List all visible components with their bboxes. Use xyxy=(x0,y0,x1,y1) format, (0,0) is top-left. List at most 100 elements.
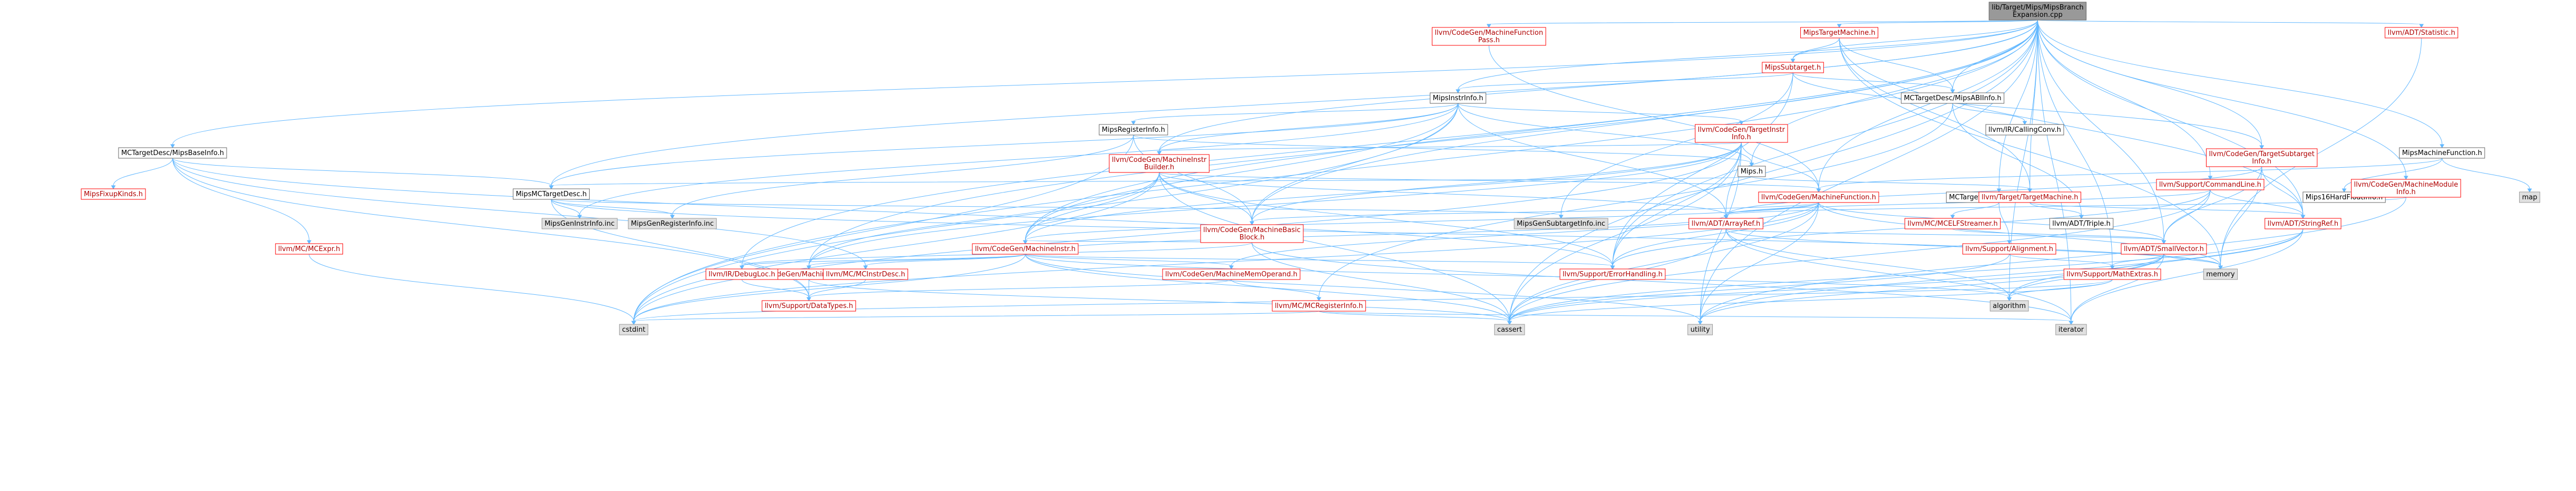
node-cassert[interactable]: cassert xyxy=(1494,324,1525,335)
node-label: llvm/MC/MCRegisterInfo.h xyxy=(1275,302,1363,310)
node-llvm-support-alignment-h[interactable]: llvm/Support/Alignment.h xyxy=(1962,243,2056,255)
edge-mctargetdesc-mipsmcnacl-h-to-llvm-mc-mcelfstreamer-h xyxy=(1950,202,1999,219)
node-mipsmachinefunction-h[interactable]: MipsMachineFunction.h xyxy=(2399,147,2485,159)
node-label: llvm/IR/CallingConv.h xyxy=(1988,126,2061,134)
node-llvm-mc-mcexpr-h[interactable]: llvm/MC/MCExpr.h xyxy=(275,243,343,255)
node-mipsinstrinfo-h[interactable]: MipsInstrInfo.h xyxy=(1430,92,1487,104)
edge-root-to-mctargetdesc-mipsbaseinfo-h xyxy=(170,20,2038,148)
edge-llvm-codegen-targetinstrinfo-h-to-llvm-codegen-machineinstrbuilder-h xyxy=(1157,142,1742,155)
edge-llvm-codegen-machineinstr-h-to-cassert xyxy=(1024,254,1512,325)
node-label: MipsSubtarget.h xyxy=(1765,64,1821,72)
edge-llvm-adt-stringref-h-to-utility xyxy=(1697,228,2304,325)
edge-llvm-mc-mcregisterinfo-h-to-iterator xyxy=(1319,311,2074,325)
node-label: MipsInstrInfo.h xyxy=(1433,94,1484,102)
node-label: MipsGenRegisterInfo.inc xyxy=(631,220,714,228)
node-llvm-target-targetmachine-h[interactable]: llvm/Target/TargetMachine.h xyxy=(1978,191,2082,203)
node-label: MipsFixupKinds.h xyxy=(84,190,143,198)
node-label: llvm/CodeGen/MachineInstr.h xyxy=(975,245,1076,253)
edge-root-to-llvm-adt-statistic-h xyxy=(2037,20,2424,28)
edge-llvm-codegen-machinebasicblock-h-to-iterator xyxy=(1252,242,2074,325)
edge-mipstargetmachine-h-to-mipssubtarget-h xyxy=(1790,37,1840,63)
edge-llvm-codegen-machineoperand-h-to-cassert xyxy=(808,279,1512,325)
node-label: memory xyxy=(2206,271,2235,278)
node-label: algorithm xyxy=(1993,302,2026,310)
node-llvm-ir-debugloc-h[interactable]: llvm/IR/DebugLoc.h xyxy=(706,268,778,280)
node-llvm-codegen-machineinstr-h[interactable]: llvm/CodeGen/MachineInstr.h xyxy=(972,243,1079,255)
edge-root-to-mipsmachinefunction-h xyxy=(2037,20,2445,148)
node-iterator[interactable]: iterator xyxy=(2055,324,2087,335)
node-llvm-codegen-machinememoperand-h[interactable]: llvm/CodeGen/MachineMemOperand.h xyxy=(1162,268,1301,280)
edge-mctargetdesc-mipsmctargetdesc-h-to-llvm-support-datatypes-h xyxy=(551,199,812,301)
edge-llvm-codegen-machineinstr-h-to-llvm-codegen-machinememoperand-h xyxy=(1024,254,1234,269)
edge-llvm-mc-mcregisterinfo-h-to-cassert xyxy=(1319,311,1512,325)
node-llvm-mc-mcelfstreamer-h[interactable]: llvm/MC/MCELFStreamer.h xyxy=(1905,218,2001,229)
node-mctargetdesc-mipsmctargetdesc-h[interactable]: MipsMCTargetDesc.h xyxy=(513,188,590,200)
node-mipstargetmachine-h[interactable]: MipsTargetMachine.h xyxy=(1800,27,1878,38)
edge-llvm-support-commandline-h-to-llvm-adt-smallvector-h xyxy=(2161,189,2211,244)
node-llvm-adt-arrayref-h[interactable]: llvm/ADT/ArrayRef.h xyxy=(1689,218,1763,229)
edge-llvm-codegen-machinebasicblock-h-to-cassert xyxy=(1252,242,1512,325)
edge-root-to-llvm-codegen-machinefunctionpass-h xyxy=(1486,20,2038,28)
node-mipsregisterinfo-h[interactable]: MipsRegisterInfo.h xyxy=(1099,124,1168,136)
node-cstdint[interactable]: cstdint xyxy=(619,324,649,335)
node-llvm-adt-triple-h[interactable]: llvm/ADT/Triple.h xyxy=(2049,218,2114,229)
node-llvm-support-commandline-h[interactable]: llvm/Support/CommandLine.h xyxy=(2156,179,2265,190)
node-utility[interactable]: utility xyxy=(1687,324,1713,335)
edge-mipsregisterinfo-h-to-cstdint xyxy=(631,134,1134,325)
node-mctargetdesc-mipsabiinfo-h[interactable]: MCTargetDesc/MipsABIInfo.h xyxy=(1901,92,2005,104)
edge-llvm-mc-mcregisterinfo-h-to-cstdint xyxy=(631,311,1320,325)
node-label: llvm/CodeGen/TargetInstr xyxy=(1698,126,1785,134)
node-llvm-adt-statistic-h[interactable]: llvm/ADT/Statistic.h xyxy=(2385,27,2458,38)
edge-mctargetdesc-mipsmcnacl-h-to-llvm-support-alignment-h xyxy=(1998,202,2012,244)
node-label: llvm/CodeGen/MachineBasic xyxy=(1203,226,1301,234)
node-llvm-adt-stringref-h[interactable]: llvm/ADT/StringRef.h xyxy=(2265,218,2341,229)
node-llvm-mc-mcinstrdesc-h[interactable]: llvm/MC/MCInstrDesc.h xyxy=(823,268,909,280)
node-llvm-support-errorhandling-h[interactable]: llvm/Support/ErrorHandling.h xyxy=(1559,268,1666,280)
node-label: Builder.h xyxy=(1144,163,1174,171)
node-label: map xyxy=(2522,194,2538,201)
node-label: MipsMCTargetDesc.h xyxy=(516,190,587,198)
edge-llvm-adt-smallvector-h-to-iterator xyxy=(2068,254,2164,325)
node-label: Pass.h xyxy=(1478,36,1500,44)
edge-llvm-codegen-machineinstr-h-to-llvm-mc-mcinstrdesc-h xyxy=(863,254,1026,269)
node-mipsfixupkinds-h[interactable]: MipsFixupKinds.h xyxy=(81,188,146,200)
node-label: llvm/CodeGen/MachineModule xyxy=(2354,181,2458,189)
node-map[interactable]: map xyxy=(2519,191,2540,203)
node-llvm-support-datatypes-h[interactable]: llvm/Support/DataTypes.h xyxy=(762,300,856,312)
edge-llvm-codegen-machineinstr-h-to-llvm-support-errorhandling-h xyxy=(1024,254,1615,269)
node-mipsgenregisterinfo-inc[interactable]: MipsGenRegisterInfo.inc xyxy=(628,218,717,229)
edge-root-to-llvm-codegen-machinefunction-h xyxy=(1816,20,2038,192)
node-llvm-adt-smallvector-h[interactable]: llvm/ADT/SmallVector.h xyxy=(2121,243,2207,255)
node-label: llvm/IR/DebugLoc.h xyxy=(709,271,775,278)
node-label: llvm/MC/MCExpr.h xyxy=(278,245,340,253)
node-llvm-support-mathextras-h[interactable]: llvm/Support/MathExtras.h xyxy=(2063,268,2161,280)
node-memory[interactable]: memory xyxy=(2203,268,2238,280)
node-label: llvm/Support/Alignment.h xyxy=(1965,245,2053,253)
node-label: cstdint xyxy=(622,326,645,334)
node-algorithm[interactable]: algorithm xyxy=(1989,300,2029,312)
edge-llvm-adt-arrayref-h-to-algorithm xyxy=(1725,228,2012,301)
node-label: MipsRegisterInfo.h xyxy=(1102,126,1165,134)
node-label: llvm/Support/CommandLine.h xyxy=(2159,181,2261,189)
edge-llvm-codegen-machinefunctionpass-h-to-llvm-codegen-machinefunction-h xyxy=(1488,45,1821,192)
edge-mipsregisterinfo-h-to-mips-h xyxy=(1133,134,1754,167)
node-llvm-mc-mcregisterinfo-h[interactable]: llvm/MC/MCRegisterInfo.h xyxy=(1272,300,1366,312)
node-mipssubtarget-h[interactable]: MipsSubtarget.h xyxy=(1762,62,1824,73)
node-mctargetdesc-mipsbaseinfo-h[interactable]: MCTargetDesc/MipsBaseInfo.h xyxy=(118,147,227,159)
edge-mctargetdesc-mipsmctargetdesc-h-to-mipsgenregisterinfo-inc xyxy=(551,199,675,219)
node-label: MCTargetDesc/MipsABIInfo.h xyxy=(1904,94,2002,102)
edge-root-to-llvm-codegen-targetsubtargetinfo-h xyxy=(2037,20,2265,149)
edge-mctargetdesc-mipsbaseinfo-h-to-mctargetdesc-mipsmctargetdesc-h xyxy=(172,158,554,189)
node-mips-h[interactable]: Mips.h xyxy=(1738,166,1766,177)
node-llvm-ir-callingconv-h[interactable]: llvm/IR/CallingConv.h xyxy=(1985,124,2064,136)
node-mipsgensubtargetinfo-inc[interactable]: MipsGenSubtargetInfo.inc xyxy=(1514,218,1608,229)
node-mipsgeninstrinfo-inc[interactable]: MipsGenInstrInfo.inc xyxy=(541,218,618,229)
edge-llvm-support-commandline-h-to-llvm-support-errorhandling-h xyxy=(1610,189,2211,269)
node-llvm-codegen-machinefunction-h[interactable]: llvm/CodeGen/MachineFunction.h xyxy=(1758,191,1879,203)
